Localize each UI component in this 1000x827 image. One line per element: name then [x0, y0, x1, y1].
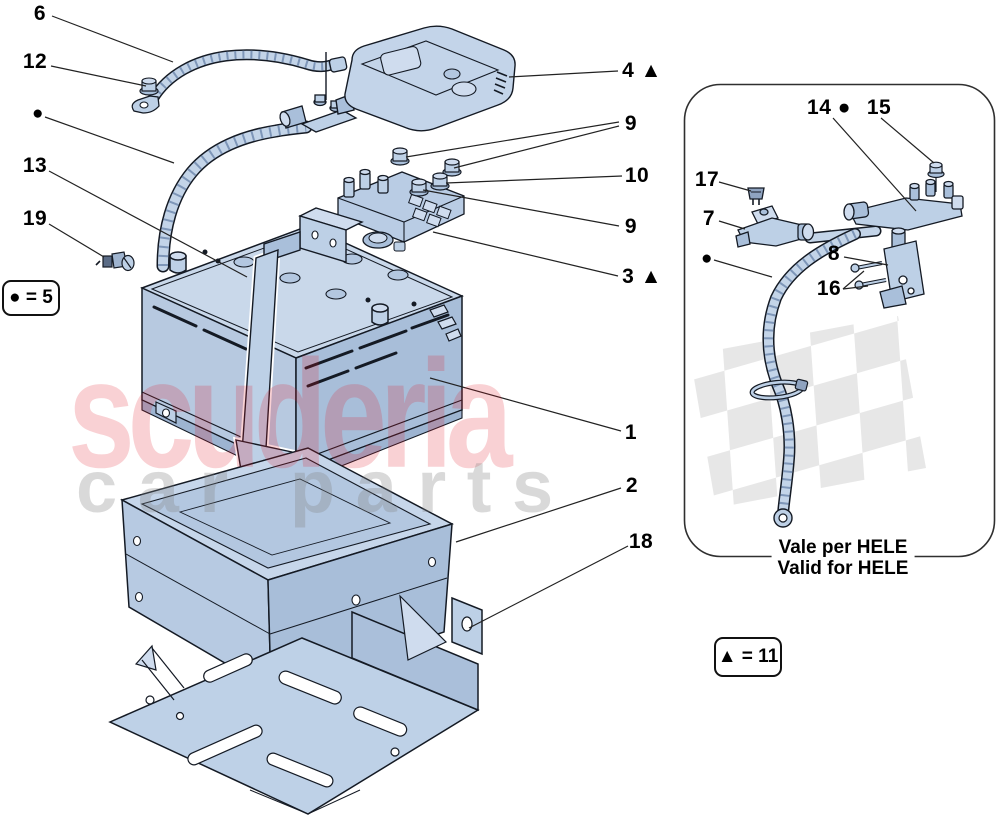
fusebox-3 [337, 168, 465, 252]
terminal-junction [279, 94, 358, 133]
clip-19 [95, 251, 135, 272]
callout-17: 17 [694, 168, 720, 191]
hele-panel [683, 83, 996, 558]
battery-terminal-14 [843, 178, 964, 231]
callout-13: 13 [22, 154, 48, 177]
cable-clamp [749, 378, 809, 401]
callout-7: 7 [702, 207, 716, 230]
callout-14: 14 ● [807, 96, 851, 119]
nut-9a [390, 147, 410, 166]
callout-dot-a: ● [32, 103, 44, 124]
leader-lines [44, 15, 629, 629]
callout-2: 2 [625, 474, 639, 497]
callout-1: 1 [624, 421, 638, 444]
nut-9c [409, 178, 429, 197]
cover-4 [335, 25, 516, 132]
nut-10 [430, 172, 450, 191]
callout-18: 18 [628, 530, 654, 553]
legend-dot-equals-5: ● = 5 [2, 280, 60, 316]
battery-1 [140, 225, 464, 485]
callout-15: 15 [866, 96, 892, 119]
screws-16 [850, 261, 887, 290]
panel-caption-english: Valid for HELE [770, 558, 916, 580]
nut-12 [139, 77, 159, 96]
callout-10: 10 [624, 164, 650, 187]
callout-4: 4 ▲ [622, 59, 662, 82]
callout-8: 8 [827, 242, 841, 265]
callout-19: 19 [22, 207, 48, 230]
clip-17 [747, 187, 765, 205]
checkered-flag [690, 316, 926, 508]
panel-ground-cable [762, 225, 882, 528]
callout-dot-b: ● [701, 248, 713, 269]
cable-5 [156, 52, 358, 273]
panel-caption-italian: Vale per HELE [771, 537, 915, 559]
flange-nuts [390, 147, 462, 197]
battery-terminal-7 [735, 205, 815, 248]
bracket-8 [879, 227, 925, 309]
callout-12: 12 [22, 50, 48, 73]
panel-leader-lines [713, 117, 935, 290]
nut-9b [442, 158, 462, 177]
bracket-18 [108, 594, 483, 815]
callout-9b: 9 [624, 215, 638, 238]
nut-15 [927, 161, 945, 192]
cable-6 [131, 49, 348, 114]
callout-16: 16 [816, 277, 842, 300]
legend-triangle-equals-11: ▲ = 11 [714, 637, 782, 677]
callout-9a: 9 [624, 112, 638, 135]
callout-3: 3 ▲ [622, 265, 662, 288]
callout-6: 6 [33, 2, 47, 25]
